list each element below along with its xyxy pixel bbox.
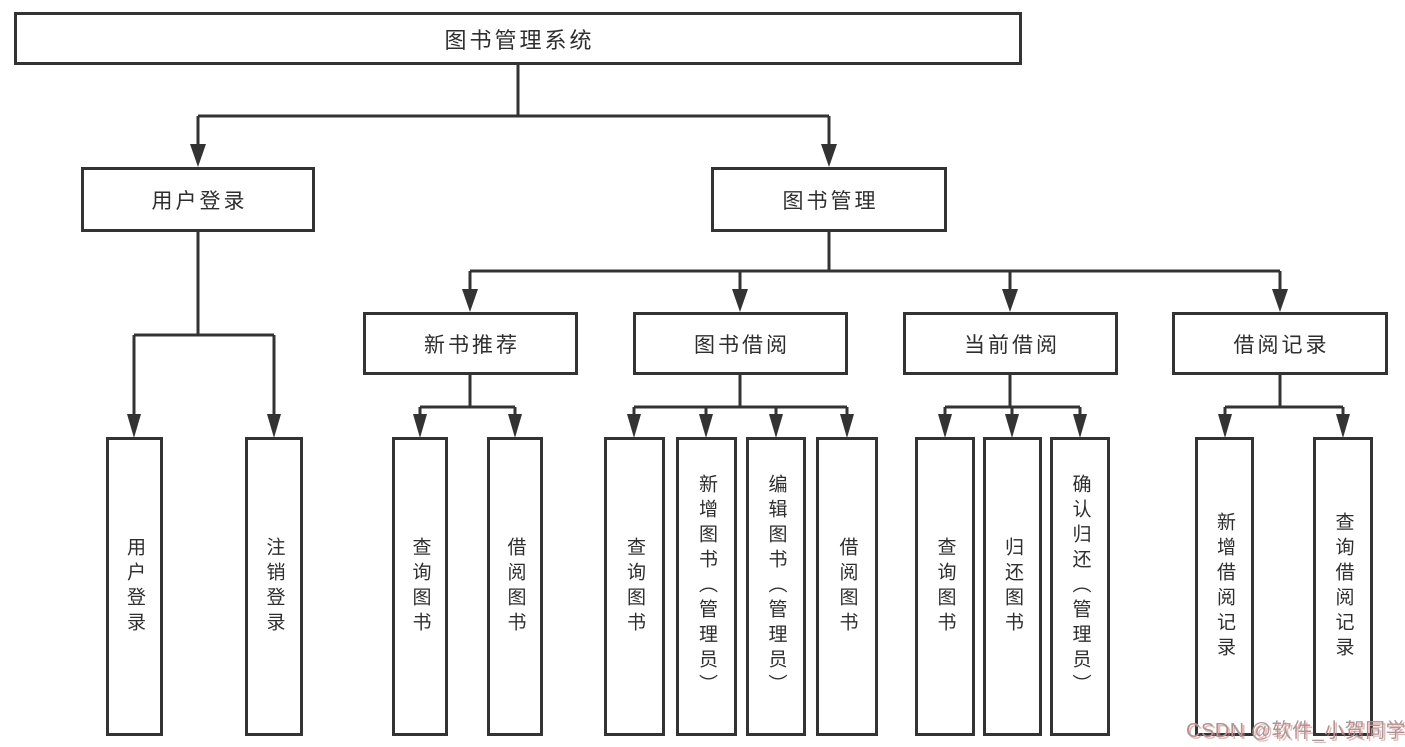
arrowheads — [127, 144, 1350, 438]
leaf-query-borrow-record: 查询借阅记录 — [1313, 437, 1373, 736]
leaf-edit-book-admin: 编辑图书（管理员） — [746, 437, 806, 736]
leaf-query-books-borrow: 查询图书 — [604, 437, 665, 736]
csdn-watermark: CSDN @软件_小贺同学 — [1186, 720, 1405, 742]
leaf-logout: 注销登录 — [245, 437, 303, 736]
node-book-borrowing: 图书借阅 — [633, 312, 848, 375]
connector-book-management — [468, 232, 1282, 291]
connector-book-borrow — [632, 375, 849, 416]
node-current-borrowing: 当前借阅 — [903, 312, 1118, 375]
node-library-management-system: 图书管理系统 — [14, 12, 1022, 65]
connector-root — [196, 65, 831, 146]
node-book-management: 图书管理 — [711, 167, 947, 232]
connector-current-borrow — [943, 375, 1082, 416]
connector-user-login — [132, 232, 276, 416]
leaf-add-book-admin: 新增图书（管理员） — [676, 437, 737, 736]
node-borrowing-records: 借阅记录 — [1172, 312, 1388, 375]
leaf-query-books-recommend: 查询图书 — [392, 437, 448, 736]
leaf-add-borrow-record: 新增借阅记录 — [1195, 437, 1254, 736]
leaf-borrow-books-recommend: 借阅图书 — [487, 437, 543, 736]
node-user-login: 用户登录 — [81, 167, 315, 232]
connector-borrow-records — [1223, 375, 1345, 416]
connector-new-book — [418, 375, 517, 416]
leaf-user-login: 用户登录 — [106, 437, 163, 736]
leaf-query-books-current: 查询图书 — [915, 437, 975, 736]
leaf-borrow-books: 借阅图书 — [816, 437, 878, 736]
leaf-confirm-return-admin: 确认归还（管理员） — [1050, 437, 1110, 736]
leaf-return-book: 归还图书 — [983, 437, 1042, 736]
node-new-book-recommendation: 新书推荐 — [363, 312, 578, 375]
